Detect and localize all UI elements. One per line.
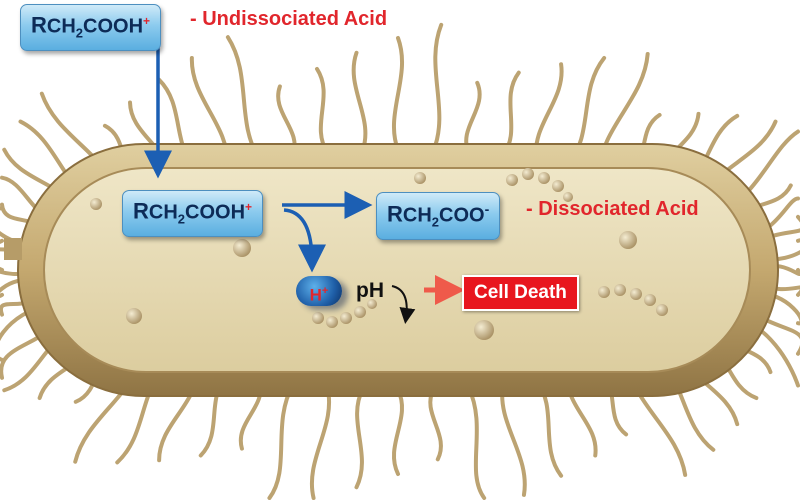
flagellum — [466, 385, 487, 500]
flagellum — [315, 66, 330, 155]
undissociated-acid-label: - Undissociated Acid — [190, 8, 388, 30]
flagellum — [225, 35, 262, 162]
flagellum — [501, 70, 521, 158]
flagellum — [267, 382, 295, 500]
flagellum — [464, 80, 482, 155]
proton-bubble: H+ — [296, 276, 342, 306]
dissociated-acid-label: - Dissociated Acid — [526, 198, 699, 220]
flagellum — [392, 36, 404, 152]
dissociated-acid-formula: RCH2COO- — [376, 192, 501, 240]
ph-label: pH — [356, 279, 384, 302]
flagellum — [392, 388, 404, 476]
flagellum — [431, 22, 444, 153]
internal-acid-formula: RCH2COOH+ — [122, 190, 264, 237]
undissociated-acid-formula: RCH2COOH+ — [20, 4, 162, 51]
flagellum — [310, 385, 331, 500]
flagellum — [428, 387, 443, 462]
flagellum — [351, 50, 368, 153]
flagellum — [354, 387, 365, 490]
ph-drop-arrow — [391, 285, 416, 324]
flagellum — [500, 382, 527, 497]
cell-death-badge: Cell Death — [462, 275, 579, 311]
cell-appendage — [4, 238, 22, 260]
proton-arrow — [283, 208, 326, 273]
granules — [90, 168, 668, 340]
